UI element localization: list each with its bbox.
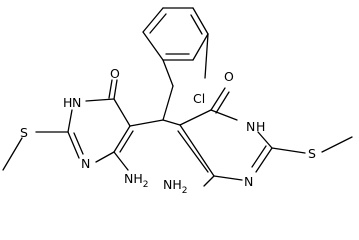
atom-nh2-left: NH2 [124, 171, 148, 190]
double-bond [119, 130, 134, 153]
carbonyl-bond [210, 87, 226, 111]
atom-cl: Cl [193, 91, 205, 106]
bond [271, 147, 306, 154]
bond [203, 175, 215, 187]
atom-s-left: S [20, 125, 28, 140]
bond [213, 175, 243, 181]
double-bond [251, 145, 267, 168]
bond [162, 85, 174, 121]
bond [321, 136, 353, 153]
bond [2, 137, 23, 171]
double-bond [73, 132, 84, 155]
atom-n-left: N [81, 156, 90, 171]
structure-diagram: O N H N S NH2 Cl O N H N S NH2 [2, 7, 353, 196]
bond [192, 33, 209, 61]
atom-n-left-nh: N [72, 95, 81, 110]
bond [95, 151, 115, 163]
bond [113, 151, 129, 171]
bond [192, 7, 209, 35]
carbonyl-bond [113, 79, 118, 100]
atom-o-left: O [110, 66, 120, 81]
bond [162, 59, 174, 87]
bond [129, 119, 164, 127]
atom-h-left: H [63, 95, 72, 110]
benzene-ring [142, 7, 209, 61]
bond [179, 124, 215, 177]
double-bond [190, 14, 203, 35]
bond [255, 147, 273, 173]
atom-n-right: N [244, 174, 253, 189]
right-pyrimidine-ring [177, 87, 353, 187]
left-pyrimidine-ring [2, 79, 134, 171]
bond [113, 98, 131, 127]
bond [179, 109, 212, 126]
carbonyl-bond [215, 91, 230, 114]
double-bond [149, 13, 167, 34]
bond [67, 131, 80, 159]
bond [162, 119, 181, 126]
bond [67, 109, 73, 133]
atom-labels: O N H N S NH2 Cl O N H N S NH2 [20, 66, 316, 196]
bond [142, 7, 164, 33]
atom-s-right: S [308, 146, 316, 161]
bond [210, 109, 238, 121]
bond [113, 125, 131, 153]
atom-h-right: H [256, 119, 265, 134]
bond-c-cl [204, 33, 209, 79]
atom-n-right-nh: N [246, 119, 255, 134]
bond [85, 98, 115, 102]
molecule-svg: O N H N S NH2 Cl O N H N S NH2 [2, 7, 353, 196]
atom-nh2-right: NH2 [163, 177, 187, 196]
double-bond [177, 130, 209, 173]
bond [257, 131, 273, 149]
atom-o-right: O [224, 69, 234, 84]
carbonyl-bond [108, 79, 113, 99]
bond [142, 31, 164, 61]
